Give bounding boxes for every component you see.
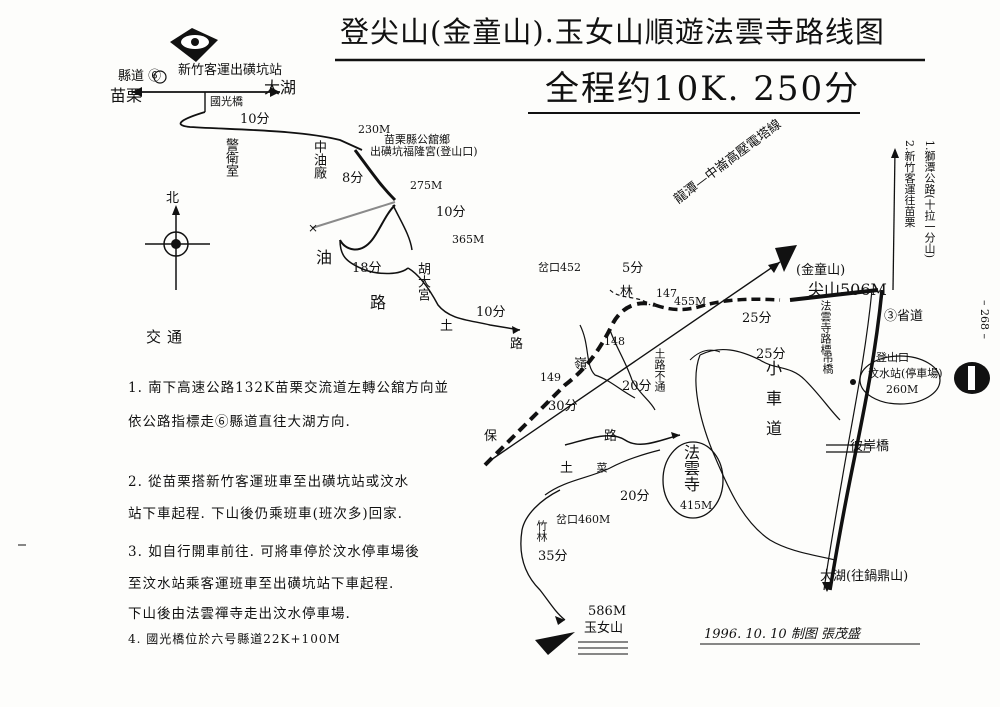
label-time-8: 8分 — [342, 171, 364, 186]
label-trailhead-note1: 苗栗縣公舘鄉 — [384, 133, 450, 146]
note-line-3: 2. 從苗栗搭新竹客運班車至出磺坑站或汶水 — [128, 474, 410, 490]
label-time-30: 30分 — [548, 399, 578, 414]
label-miaoli: 苗栗 — [110, 86, 143, 105]
fayun-temple-oval — [662, 441, 724, 519]
page-number: – 268 – — [978, 300, 991, 339]
north-label: 北 — [166, 191, 180, 206]
label-time-25b: 25分 — [756, 347, 786, 362]
label-forest: 林 — [620, 285, 634, 300]
label-hu-temple: 胡大宮 — [415, 262, 430, 301]
note-line-6: 至汶水站乘客運班車至出磺坑站下車起程. — [128, 576, 395, 592]
label-bamboo: 竹林 — [535, 520, 548, 542]
direction-eye-icon — [170, 28, 218, 62]
label-time-10b: 10分 — [436, 205, 466, 220]
label-time-35: 35分 — [538, 549, 568, 564]
label-time-10c: 10分 — [476, 305, 506, 320]
label-alt-455: 455M — [674, 295, 707, 308]
label-time-20a: 20分 — [622, 379, 652, 394]
label-dirt-road-1: 土 — [440, 319, 454, 334]
label-time-18: 18分 — [352, 261, 382, 276]
label-road3: ③省道 — [884, 309, 924, 324]
label-police: 警衛室 — [223, 138, 238, 177]
label-tower-147: 147 — [656, 287, 677, 300]
label-yunv-peak: 玉女山 — [584, 621, 624, 636]
label-vegetable: 菜 — [595, 462, 608, 473]
label-junction-452: 岔口452 — [538, 261, 581, 274]
label-oil-road-1: 油 — [316, 248, 333, 267]
label-trailhead-note2: 出磺坑福隆宮(登山口) — [370, 145, 478, 158]
label-car-road: 小車道 — [763, 360, 782, 450]
label-baozhong: 保 — [484, 429, 498, 444]
label-bus-stop-top: 新竹客運出磺坑站 — [178, 63, 283, 78]
label-fayun-temple: 法雲寺 — [681, 444, 700, 492]
label-oil-road-2: 路 — [370, 293, 387, 312]
peak-triangle-icon — [775, 245, 797, 272]
label-route-2: 2.新竹客運往苗栗 — [903, 140, 916, 228]
label-tower-149: 149 — [540, 371, 561, 384]
label-time-25a: 25分 — [742, 311, 772, 326]
label-dahu: 大湖 — [264, 78, 297, 97]
svg-text:×: × — [308, 221, 318, 235]
note-line-4: 站下車起程. 下山後仍乘班車(班次多)回家. — [128, 506, 403, 522]
label-guoguang-bridge: 國光橋 — [210, 95, 243, 108]
label-time-10a: 10分 — [240, 112, 270, 127]
label-time-20b: 20分 — [620, 489, 650, 504]
label-wenshui-station: 汶水站(停車場) — [868, 367, 943, 380]
label-alt-365: 365M — [452, 233, 485, 246]
label-alt-275: 275M — [410, 179, 443, 192]
label-tower-148: 148 — [604, 335, 625, 348]
map-subtitle: 全程约10K. 250分 — [545, 69, 861, 109]
map-credit: 1996. 10. 10 制图 張茂盛 — [704, 627, 860, 642]
yunv-triangle-icon — [535, 632, 575, 655]
label-county-road: 縣道 ⑥ — [118, 69, 162, 84]
label-dirt-road-2: 路 — [510, 337, 524, 352]
label-wenshui-alt: 260M — [886, 383, 919, 396]
label-bian-bridge: 彼岸橋 — [850, 439, 890, 454]
label-peak-name: (金童山) — [796, 263, 846, 278]
label-trailhead-alt: 230M — [358, 123, 391, 136]
compass-icon — [145, 205, 210, 290]
east-eye-icon — [954, 362, 990, 394]
notes-heading: 交通 — [146, 328, 189, 346]
label-wenshui-head: 登山口 — [876, 351, 909, 364]
label-yunv-alt: 586M — [588, 604, 627, 619]
label-route-1: 1.獅潭公路(十拉一分山) — [923, 140, 936, 259]
label-time-5: 5分 — [622, 261, 644, 276]
label-ridge-ling: 嶺 — [574, 357, 588, 372]
label-trailhead-sign: 法雲寺路標 — [819, 300, 832, 355]
label-refinery: 中油廠 — [311, 140, 326, 179]
label-trail-road: 路 — [604, 429, 618, 444]
label-dahu-bottom: 大湖(往鍋鼎山) — [820, 569, 909, 584]
label-fayun-alt: 415M — [680, 499, 713, 512]
label-peak: 尖山506M — [808, 280, 887, 299]
map-title: 登尖山(金童山).玉女山順遊法雲寺路线图 — [340, 15, 885, 49]
label-dirt-no-through: 土路不通 — [653, 348, 666, 392]
note-line-2: 依公路指標走⑥縣道直往大湖方向. — [128, 414, 351, 430]
note-line-5: 3. 如自行開車前往. 可將車停於汶水停車場後 — [128, 544, 420, 560]
label-dirt-3: 土 — [560, 461, 574, 476]
label-junction-460: 岔口460M — [556, 513, 611, 526]
label-bridge-sign: 吊橋 — [821, 352, 834, 374]
note-line-8: 4. 國光橋位於六号縣道22K+100M — [128, 632, 341, 646]
note-line-1: 1. 南下高速公路132K苗栗交流道左轉公舘方向並 — [128, 380, 450, 396]
note-line-7: 下山後由法雲禪寺走出汶水停車場. — [128, 606, 351, 622]
